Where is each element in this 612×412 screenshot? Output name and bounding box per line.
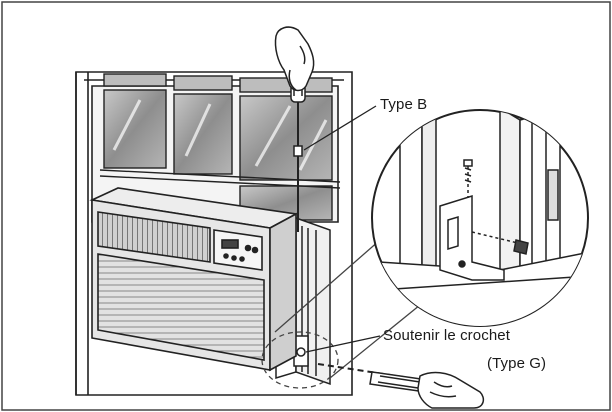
control-button-4 bbox=[231, 255, 237, 261]
control-button-3 bbox=[223, 253, 229, 259]
air-conditioner-unit bbox=[89, 187, 299, 372]
detail-magnifier bbox=[371, 109, 589, 327]
bottom-hand bbox=[417, 371, 485, 409]
support-leader bbox=[305, 335, 381, 353]
bracket-screw-hole bbox=[296, 347, 306, 357]
air-vent bbox=[97, 211, 211, 263]
pane-top-2 bbox=[173, 75, 233, 91]
glass-reflections bbox=[112, 99, 328, 171]
detail-slot bbox=[547, 169, 559, 221]
detail-bracket-slot bbox=[447, 215, 459, 251]
pane-top-1 bbox=[103, 73, 167, 87]
pane-2 bbox=[173, 93, 233, 175]
window-panes bbox=[99, 73, 341, 221]
control-button-2 bbox=[251, 246, 259, 254]
callout-line-bottom bbox=[329, 304, 421, 379]
unit-side bbox=[269, 212, 297, 372]
detail-bracket-hole bbox=[458, 260, 466, 268]
type-b-leader bbox=[303, 105, 377, 151]
type-g-label: (Type G) bbox=[487, 355, 547, 372]
display-window bbox=[221, 239, 239, 249]
top-hand bbox=[274, 26, 315, 92]
bottom-screwdriver bbox=[317, 363, 429, 393]
control-button-5 bbox=[239, 256, 245, 262]
detail-screw-type-g bbox=[471, 231, 529, 255]
detail-screw-type-b bbox=[463, 159, 473, 198]
front-grille bbox=[97, 253, 265, 361]
callout-origin-circle bbox=[261, 331, 339, 389]
control-button-1 bbox=[244, 244, 252, 252]
support-hook-label: Soutenir le crochet bbox=[383, 327, 510, 344]
callout-line-top bbox=[274, 239, 381, 333]
pane-1 bbox=[103, 89, 167, 169]
type-b-label: Type B bbox=[380, 96, 428, 113]
pane-top-3 bbox=[239, 77, 333, 93]
